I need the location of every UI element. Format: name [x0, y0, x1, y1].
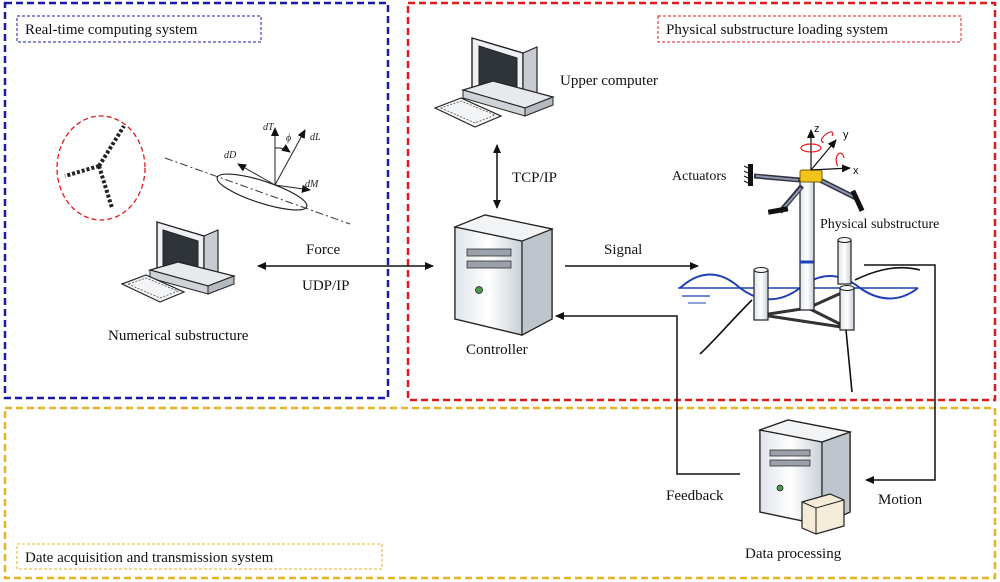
region-physical-loading [406, 1, 997, 402]
edge-label-tcp-ip: TCP/IP [512, 170, 557, 186]
axis-label-z: z [814, 123, 820, 135]
node-numerical-substructure: Numerical substructure [108, 328, 249, 344]
region-title-box-real-time [16, 15, 262, 43]
axis-label-x: x [853, 165, 859, 177]
node-controller: Controller [466, 342, 528, 358]
region-title-box-physical [657, 15, 962, 43]
node-actuators: Actuators [672, 169, 726, 184]
edge-label-udp-ip: UDP/IP [302, 278, 350, 294]
actuators-icon [743, 164, 865, 215]
label-dM: dM [305, 179, 319, 190]
physical-substructure-icon [678, 179, 921, 393]
label-phi: ϕ [286, 133, 291, 144]
region-title-real-time: Real-time computing system [25, 22, 198, 38]
region-title-box-data [16, 543, 383, 570]
edge-motion-arrow [864, 264, 936, 484]
data-processing-tower-icon [757, 419, 853, 535]
edge-label-motion: Motion [878, 492, 923, 508]
node-data-processing: Data processing [745, 546, 842, 562]
label-dT: dT [263, 122, 275, 133]
region-title-physical: Physical substructure loading system [666, 22, 888, 38]
controller-tower-icon [452, 214, 555, 336]
rotor-icon [56, 115, 146, 221]
axis-label-y: y [843, 129, 849, 141]
label-dD: dD [224, 150, 237, 161]
edge-feedback-arrow [555, 312, 740, 475]
upper-computer-icon [433, 37, 555, 128]
blade-element-diagram: dT dL dD dM ϕ [164, 122, 351, 225]
region-real-time-computing [3, 1, 390, 400]
numerical-substructure-computer-icon [120, 221, 236, 303]
region-title-data: Date acquisition and transmission system [25, 550, 274, 566]
edge-label-force: Force [306, 242, 340, 258]
label-dL: dL [310, 132, 321, 143]
coordinate-axes-icon: z y x [800, 123, 859, 177]
edge-label-feedback: Feedback [666, 488, 724, 504]
node-physical-substructure: Physical substructure [820, 217, 939, 232]
region-data-acquisition [3, 406, 997, 580]
edge-label-signal: Signal [604, 242, 642, 258]
node-upper-computer: Upper computer [560, 73, 658, 89]
